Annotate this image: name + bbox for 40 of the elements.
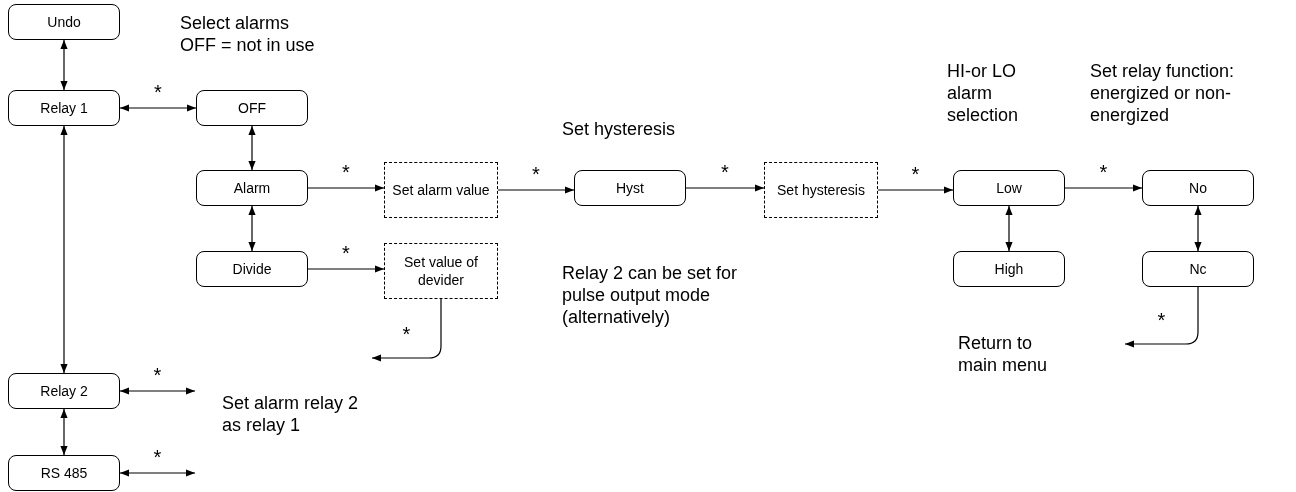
note-text: Return to main menu <box>958 332 1049 376</box>
arrow <box>307 265 385 273</box>
menu-box: OFF <box>196 90 308 126</box>
menu-box: Undo <box>8 4 120 40</box>
setting-box: Set value of devider <box>384 243 498 299</box>
note-text: Relay 2 can be set for pulse output mode (alternatively) <box>562 262 739 328</box>
menu-box: Divide <box>196 251 308 287</box>
arrow <box>60 39 68 91</box>
arrow <box>60 408 68 456</box>
arrow <box>1194 205 1202 252</box>
arrow <box>497 186 575 194</box>
note-text: Set hysteresis <box>562 118 677 140</box>
note-text: Set relay function: energized or non-energized <box>1090 60 1236 126</box>
arrow <box>60 125 68 374</box>
menu-box: No <box>1142 170 1254 206</box>
arrow <box>248 205 256 252</box>
menu-box: Alarm <box>196 170 308 206</box>
note-text: HI-or LO alarm selection <box>947 60 1020 126</box>
setting-box: Set alarm value <box>384 162 498 218</box>
menu-box: Low <box>953 170 1065 206</box>
arrow <box>119 469 196 477</box>
menu-box: Hyst <box>574 170 686 206</box>
arrow <box>119 387 196 395</box>
menu-box: Relay 2 <box>8 373 120 409</box>
arrow <box>1124 286 1199 348</box>
arrow <box>1064 184 1143 192</box>
arrow <box>119 104 197 112</box>
note-text: Set alarm relay 2 as relay 1 <box>222 392 360 436</box>
menu-box: High <box>953 251 1065 287</box>
arrow <box>371 298 442 362</box>
arrow <box>685 184 765 192</box>
menu-box: RS 485 <box>8 455 120 491</box>
note-text: Select alarms OFF = not in use <box>180 12 316 56</box>
arrow <box>1005 205 1013 252</box>
menu-box: Relay 1 <box>8 90 120 126</box>
arrow <box>307 184 385 192</box>
arrow <box>248 125 256 171</box>
setting-box: Set hysteresis <box>764 162 878 218</box>
menu-box: Nc <box>1142 251 1254 287</box>
arrow <box>877 186 954 194</box>
